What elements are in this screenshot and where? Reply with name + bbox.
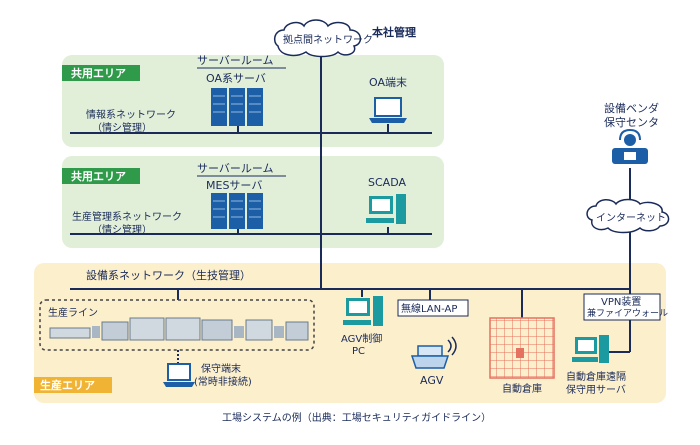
shared-area-1-badge xyxy=(62,65,140,81)
production-mgmt-network-mgmt-label: （情シ管理） xyxy=(92,223,152,236)
shared-area-2-badge-label: 共用エリア xyxy=(71,169,126,183)
vendor-label-2: 保守センタ xyxy=(604,115,659,129)
maintenance-terminal-note: (常時非接続) xyxy=(194,375,252,388)
maintenance-terminal-label: 保守端末 xyxy=(201,362,241,375)
oa-server-label: OA系サーバ xyxy=(206,72,266,85)
internet-label: インターネット xyxy=(596,212,666,224)
vendor-label-1: 設備ベンダ xyxy=(604,101,659,115)
shared-area-1-badge-label: 共用エリア xyxy=(71,66,126,80)
agv-vehicle-icon xyxy=(410,345,450,369)
info-network-label: 情報系ネットワーク xyxy=(86,108,176,121)
oa-server-rack-icon xyxy=(211,88,263,126)
remote-maintenance-server-icon xyxy=(572,335,609,363)
agv-control-pc-icon xyxy=(343,296,383,326)
agv-control-label: AGV制御 xyxy=(341,332,382,345)
mes-server-label: MESサーバ xyxy=(206,179,262,192)
remote-server-label-2: 保守用サーバ xyxy=(566,383,626,396)
wireless-ap-box xyxy=(397,299,469,317)
figure-caption: 工場システムの例（出典：工場セキュリティガイドライン） xyxy=(222,411,491,424)
production-line-label: 生産ライン xyxy=(48,306,98,319)
warehouse-label: 自動倉庫 xyxy=(502,382,542,395)
equipment-network-label: 設備系ネットワーク（生技管理） xyxy=(86,268,251,282)
production-line-box xyxy=(39,299,315,351)
wifi-signal-icon xyxy=(447,336,457,356)
hq-network-label: 拠点間ネットワーク xyxy=(283,33,373,46)
shared-area-2-badge xyxy=(62,168,140,184)
server-room-label-2: サーバールーム xyxy=(197,162,274,175)
support-operator-icon xyxy=(612,128,648,164)
laptop-icon xyxy=(369,97,407,123)
agv-label: AGV xyxy=(420,374,444,387)
production-area-badge xyxy=(34,377,112,393)
production-area-badge-label: 生産エリア xyxy=(40,378,95,392)
server-room-label-1: サーバールーム xyxy=(197,54,274,67)
mes-server-rack-icon xyxy=(211,193,263,229)
wireless-ap-label: 無線LAN-AP xyxy=(401,302,457,315)
scada-workstation-icon xyxy=(366,194,406,224)
info-network-mgmt-label: （情シ管理） xyxy=(92,121,152,134)
automated-warehouse-icon xyxy=(489,317,555,379)
hq-management-label: 本社管理 xyxy=(372,25,416,39)
maintenance-laptop-icon xyxy=(163,363,195,387)
remote-server-label-1: 自動倉庫遠隔 xyxy=(566,370,626,383)
internet-cloud: インターネット xyxy=(586,198,670,234)
vpn-label: VPN装置 xyxy=(601,295,641,308)
oa-terminal-label: OA端末 xyxy=(369,75,407,89)
agv-control-pc-label: PC xyxy=(352,346,365,357)
scada-label: SCADA xyxy=(368,176,406,189)
production-line-machines-icon xyxy=(49,317,309,341)
vpn-box xyxy=(583,293,661,321)
firewall-label: 兼ファイアウォール xyxy=(587,307,668,319)
production-mgmt-network-label: 生産管理系ネットワーク xyxy=(72,210,182,223)
hq-network-cloud: 拠点間ネットワーク xyxy=(273,19,373,58)
